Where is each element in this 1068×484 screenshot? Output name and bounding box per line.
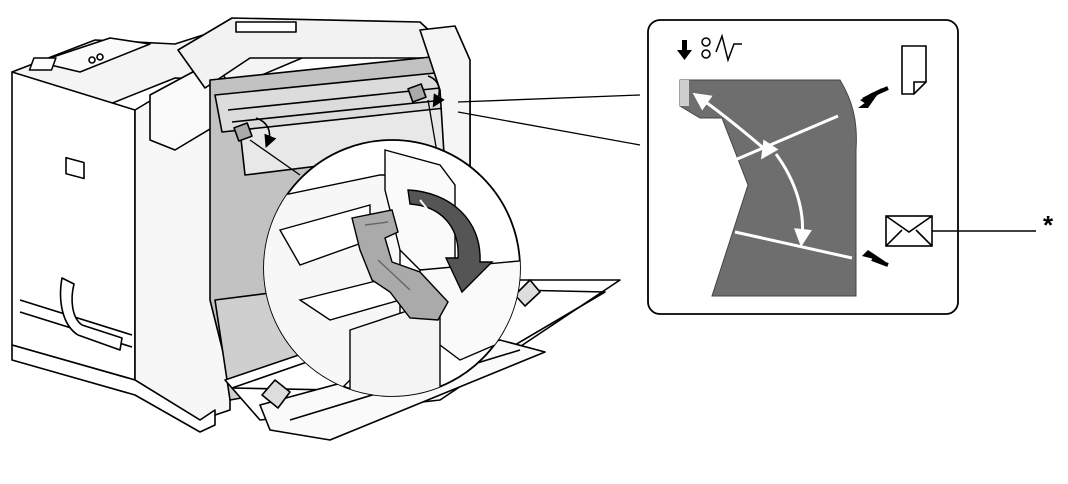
callout-line [457, 111, 641, 146]
front-label [65, 156, 85, 180]
gear-icon [701, 37, 711, 59]
right-lever [407, 83, 427, 103]
printer-front [11, 71, 136, 381]
display-screen [28, 57, 57, 71]
label-callout [647, 19, 959, 315]
paper-icon [901, 45, 927, 95]
label-plate [679, 79, 857, 297]
rotate-arrow [407, 189, 494, 294]
callout-line [457, 94, 641, 103]
panel-button [96, 53, 104, 61]
left-lever [233, 122, 253, 142]
asterisk-marker: * [1043, 210, 1054, 240]
envelope-position-arrow [862, 250, 886, 262]
zoomed-lever [351, 209, 449, 321]
down-arrow-icon [677, 40, 692, 60]
panel-button [88, 56, 96, 64]
wave-icon [715, 33, 742, 63]
tray-handle [59, 277, 123, 351]
control-panel [37, 37, 151, 73]
